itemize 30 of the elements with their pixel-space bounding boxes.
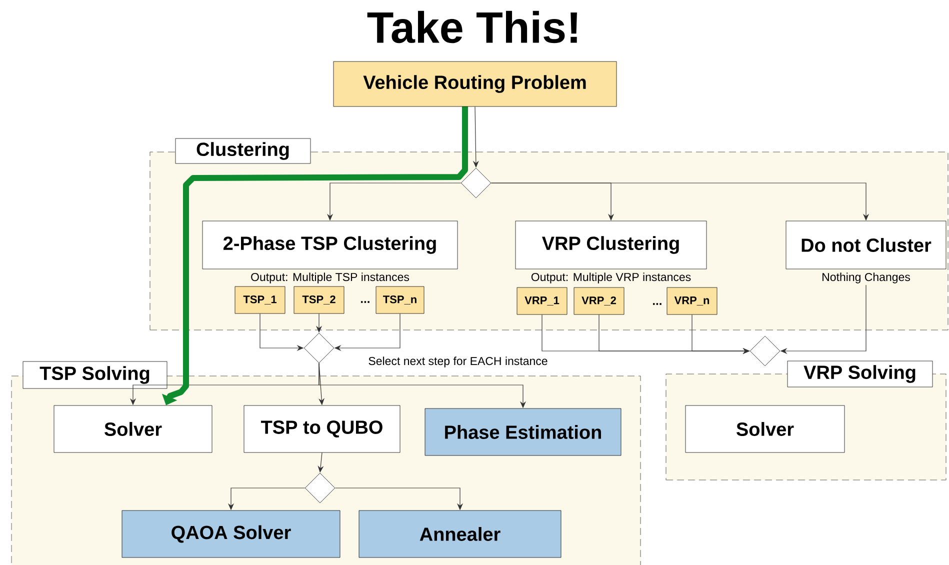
process-box: TSP to QUBO: [244, 405, 400, 453]
process-box: Solver: [54, 405, 212, 453]
instance-box: VRP_2: [574, 287, 624, 315]
instance-box: TSP_1: [234, 286, 286, 314]
decision-diamond: [750, 336, 780, 366]
group-heading: Clustering: [175, 138, 311, 164]
process-box: VRP Clustering: [515, 220, 707, 270]
process-box: Do not Cluster: [786, 220, 946, 270]
group-heading: VRP Solving: [787, 360, 933, 388]
problem-box: Vehicle Routing Problem: [333, 61, 617, 107]
process-box: 2-Phase TSP Clustering: [202, 220, 458, 270]
instance-box: TSP_n: [376, 286, 424, 314]
output-note: Output: Multiple VRP instances: [530, 272, 692, 284]
decision-diamond: [460, 168, 492, 198]
quantum-method-box: Annealer: [358, 510, 562, 558]
group-heading: TSP Solving: [22, 361, 168, 389]
instance-box: VRP_n: [666, 287, 718, 315]
note-text: Select next step for EACH instance: [368, 356, 548, 368]
decision-diamond: [304, 472, 336, 504]
output-note: Nothing Changes: [820, 272, 912, 284]
quantum-method-box: QAOA Solver: [122, 510, 340, 558]
ellipsis: ...: [653, 303, 662, 305]
ellipsis: ...: [361, 301, 370, 303]
instance-box: TSP_2: [294, 286, 344, 314]
quantum-method-box: Phase Estimation: [424, 408, 622, 456]
instance-box: VRP_1: [516, 287, 568, 315]
output-note: Output: Multiple TSP instances: [250, 272, 410, 284]
decision-diamond: [304, 332, 334, 364]
process-box: Solver: [685, 405, 845, 453]
title: Take This!: [367, 10, 577, 44]
